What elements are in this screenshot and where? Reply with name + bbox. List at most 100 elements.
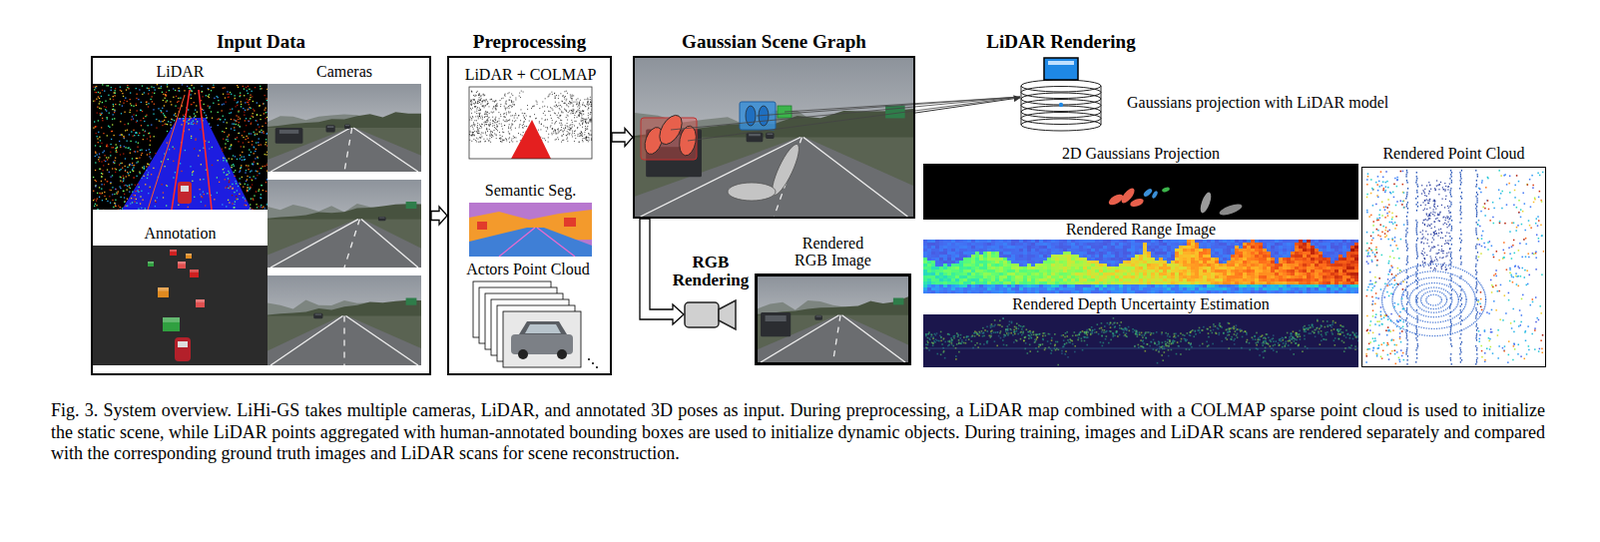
- art-rect: [229, 187, 231, 189]
- art-rect: [249, 203, 251, 205]
- art-rect: [557, 138, 559, 140]
- art-rect: [514, 120, 516, 122]
- art-rect: [530, 116, 532, 118]
- art-rect: [253, 131, 255, 133]
- art-rect: [178, 89, 180, 91]
- art-rect: [98, 168, 100, 170]
- art-rect: [120, 176, 122, 178]
- art-rect: [478, 141, 480, 143]
- art-rect: [233, 98, 235, 100]
- art-rect: [493, 106, 495, 108]
- art-rect: [210, 126, 212, 128]
- art-rect: [193, 101, 195, 103]
- art-rect: [549, 124, 551, 126]
- art-rect: [255, 119, 257, 121]
- art-rect: [557, 117, 559, 119]
- art-rect: [571, 130, 573, 132]
- art-rect: [509, 118, 511, 120]
- art-rect: [197, 154, 199, 156]
- art-rect: [572, 104, 574, 106]
- art-rect: [474, 106, 476, 108]
- art-rect: [512, 123, 514, 125]
- art-rect: [243, 94, 245, 96]
- art-rect: [196, 111, 198, 113]
- art-rect: [560, 141, 562, 143]
- art-rect: [484, 94, 486, 96]
- art-rect: [93, 198, 95, 200]
- art-rect: [97, 91, 99, 93]
- art-rect: [571, 97, 573, 99]
- art-rect: [490, 130, 492, 132]
- art-rect: [166, 130, 168, 132]
- art-rect: [573, 120, 575, 122]
- art-rect: [584, 121, 586, 123]
- art-rect: [406, 201, 418, 209]
- art-rect: [236, 198, 238, 200]
- art-rect: [127, 172, 129, 174]
- art-rect: [106, 117, 108, 119]
- art-rect: [151, 91, 153, 93]
- art-rect: [541, 137, 543, 139]
- art-rect: [258, 104, 260, 106]
- art-rect: [141, 110, 143, 112]
- art-rect: [217, 159, 219, 161]
- art-rect: [571, 99, 573, 101]
- art-rect: [589, 129, 591, 131]
- art-rect: [585, 118, 587, 120]
- art-rect: [589, 98, 591, 100]
- art-rect: [129, 91, 131, 93]
- art-rect: [130, 130, 132, 132]
- art-rect: [584, 105, 586, 107]
- art-rect: [100, 188, 102, 190]
- art-rect: [513, 137, 515, 139]
- art-rect: [485, 111, 487, 113]
- art-rect: [479, 126, 481, 129]
- art-rect: [570, 110, 572, 112]
- art-rect: [259, 131, 261, 133]
- art-rect: [221, 150, 223, 152]
- art-rect: [237, 185, 239, 187]
- art-rect: [217, 99, 219, 101]
- art-rect: [495, 99, 497, 101]
- art-rect: [234, 119, 236, 121]
- art-rect: [486, 119, 488, 121]
- art-rect: [550, 107, 552, 109]
- art-rect: [96, 192, 98, 194]
- art-rect: [121, 181, 123, 183]
- art-rect: [550, 117, 552, 119]
- art-rect: [479, 136, 481, 138]
- art-rect: [519, 95, 521, 97]
- art-rect: [259, 114, 261, 116]
- art-rect: [559, 129, 561, 131]
- art-rect: [115, 143, 117, 145]
- art-rect: [259, 104, 261, 106]
- art-rect: [565, 99, 567, 101]
- art-rect: [235, 182, 237, 184]
- art-rect: [260, 193, 262, 195]
- art-rect: [119, 196, 121, 198]
- art-rect: [571, 95, 573, 97]
- art-rect: [481, 97, 483, 99]
- art-rect: [560, 119, 562, 121]
- art-rect: [576, 102, 578, 104]
- art-rect: [247, 108, 249, 110]
- art-rect: [571, 110, 573, 112]
- art-rect: [506, 113, 508, 115]
- art-rect: [145, 100, 147, 102]
- art-rect: [131, 201, 133, 203]
- art-rect: [565, 98, 567, 100]
- art-rect: [484, 106, 486, 108]
- art-rect: [210, 89, 212, 91]
- art-rect: [584, 118, 586, 120]
- art-rect: [222, 121, 224, 123]
- art-rect: [480, 125, 482, 127]
- art-rect: [226, 121, 228, 123]
- art-rect: [561, 135, 563, 137]
- art-rect: [145, 101, 147, 103]
- art-rect: [524, 112, 526, 114]
- art-rect: [100, 142, 102, 144]
- art-rect: [264, 94, 266, 96]
- art-rect: [195, 299, 205, 303]
- art-rect: [480, 133, 482, 135]
- art-rect: [138, 156, 140, 158]
